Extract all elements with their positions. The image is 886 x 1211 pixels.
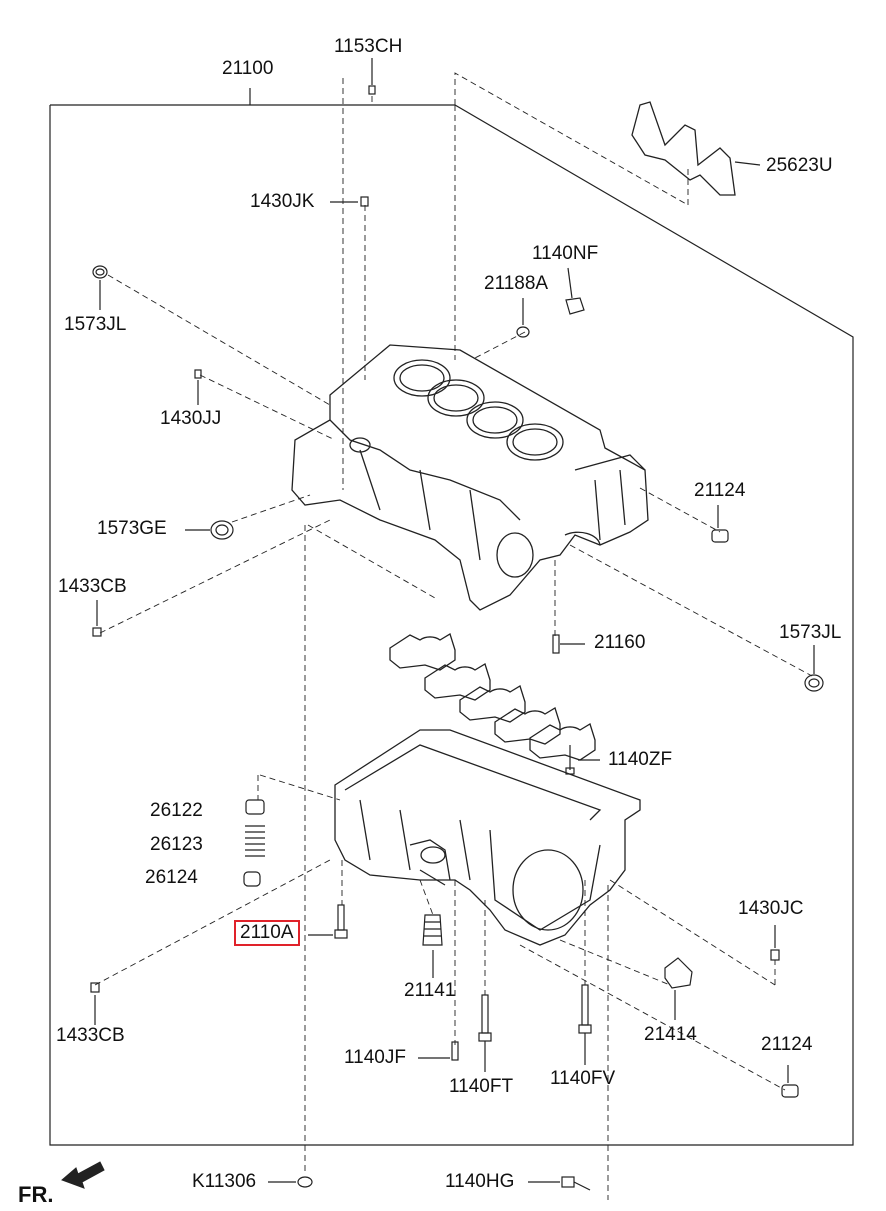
label-1140jf[interactable]: 1140JF (344, 1047, 406, 1068)
label-26122[interactable]: 26122 (150, 800, 203, 821)
label-21124-top[interactable]: 21124 (694, 480, 746, 501)
label-1140ft[interactable]: 1140FT (449, 1076, 514, 1097)
label-1433cb-bottom[interactable]: 1433CB (56, 1025, 125, 1046)
label-21124-bottom[interactable]: 21124 (761, 1034, 813, 1055)
label-1573ge[interactable]: 1573GE (97, 518, 167, 539)
label-26123[interactable]: 26123 (150, 834, 203, 855)
bearing-caps-shape (389, 633, 596, 761)
heat-shield-shape (631, 101, 736, 196)
label-21141[interactable]: 21141 (404, 980, 456, 1001)
label-25623u[interactable]: 25623U (766, 155, 833, 176)
label-1153ch[interactable]: 1153CH (334, 36, 403, 57)
label-1573jl-right[interactable]: 1573JL (779, 622, 842, 643)
label-1433cb-top[interactable]: 1433CB (58, 576, 127, 597)
label-21100[interactable]: 21100 (222, 58, 274, 79)
label-1573jl-top[interactable]: 1573JL (64, 314, 127, 335)
label-k11306[interactable]: K11306 (192, 1171, 257, 1192)
front-marker: FR. (18, 1182, 54, 1207)
label-1430jj[interactable]: 1430JJ (160, 408, 222, 429)
label-26124[interactable]: 26124 (145, 867, 198, 888)
label-1430jk[interactable]: 1430JK (250, 191, 315, 212)
label-2110a-highlighted[interactable]: 2110A (234, 920, 300, 946)
label-1430jc[interactable]: 1430JC (738, 898, 804, 919)
label-21188a[interactable]: 21188A (484, 273, 549, 294)
label-1140zf[interactable]: 1140ZF (608, 749, 673, 770)
label-1140hg[interactable]: 1140HG (445, 1171, 515, 1192)
assembly-boundary (49, 104, 854, 1146)
lower-crankcase-shape (334, 729, 641, 946)
front-arrow-icon (61, 1161, 105, 1189)
cylinder-block-shape (291, 344, 649, 611)
label-1140nf[interactable]: 1140NF (532, 243, 599, 264)
label-21414[interactable]: 21414 (644, 1024, 697, 1045)
label-1140fv[interactable]: 1140FV (550, 1068, 616, 1089)
label-21160[interactable]: 21160 (594, 632, 646, 653)
leader-lines (94, 72, 813, 1200)
